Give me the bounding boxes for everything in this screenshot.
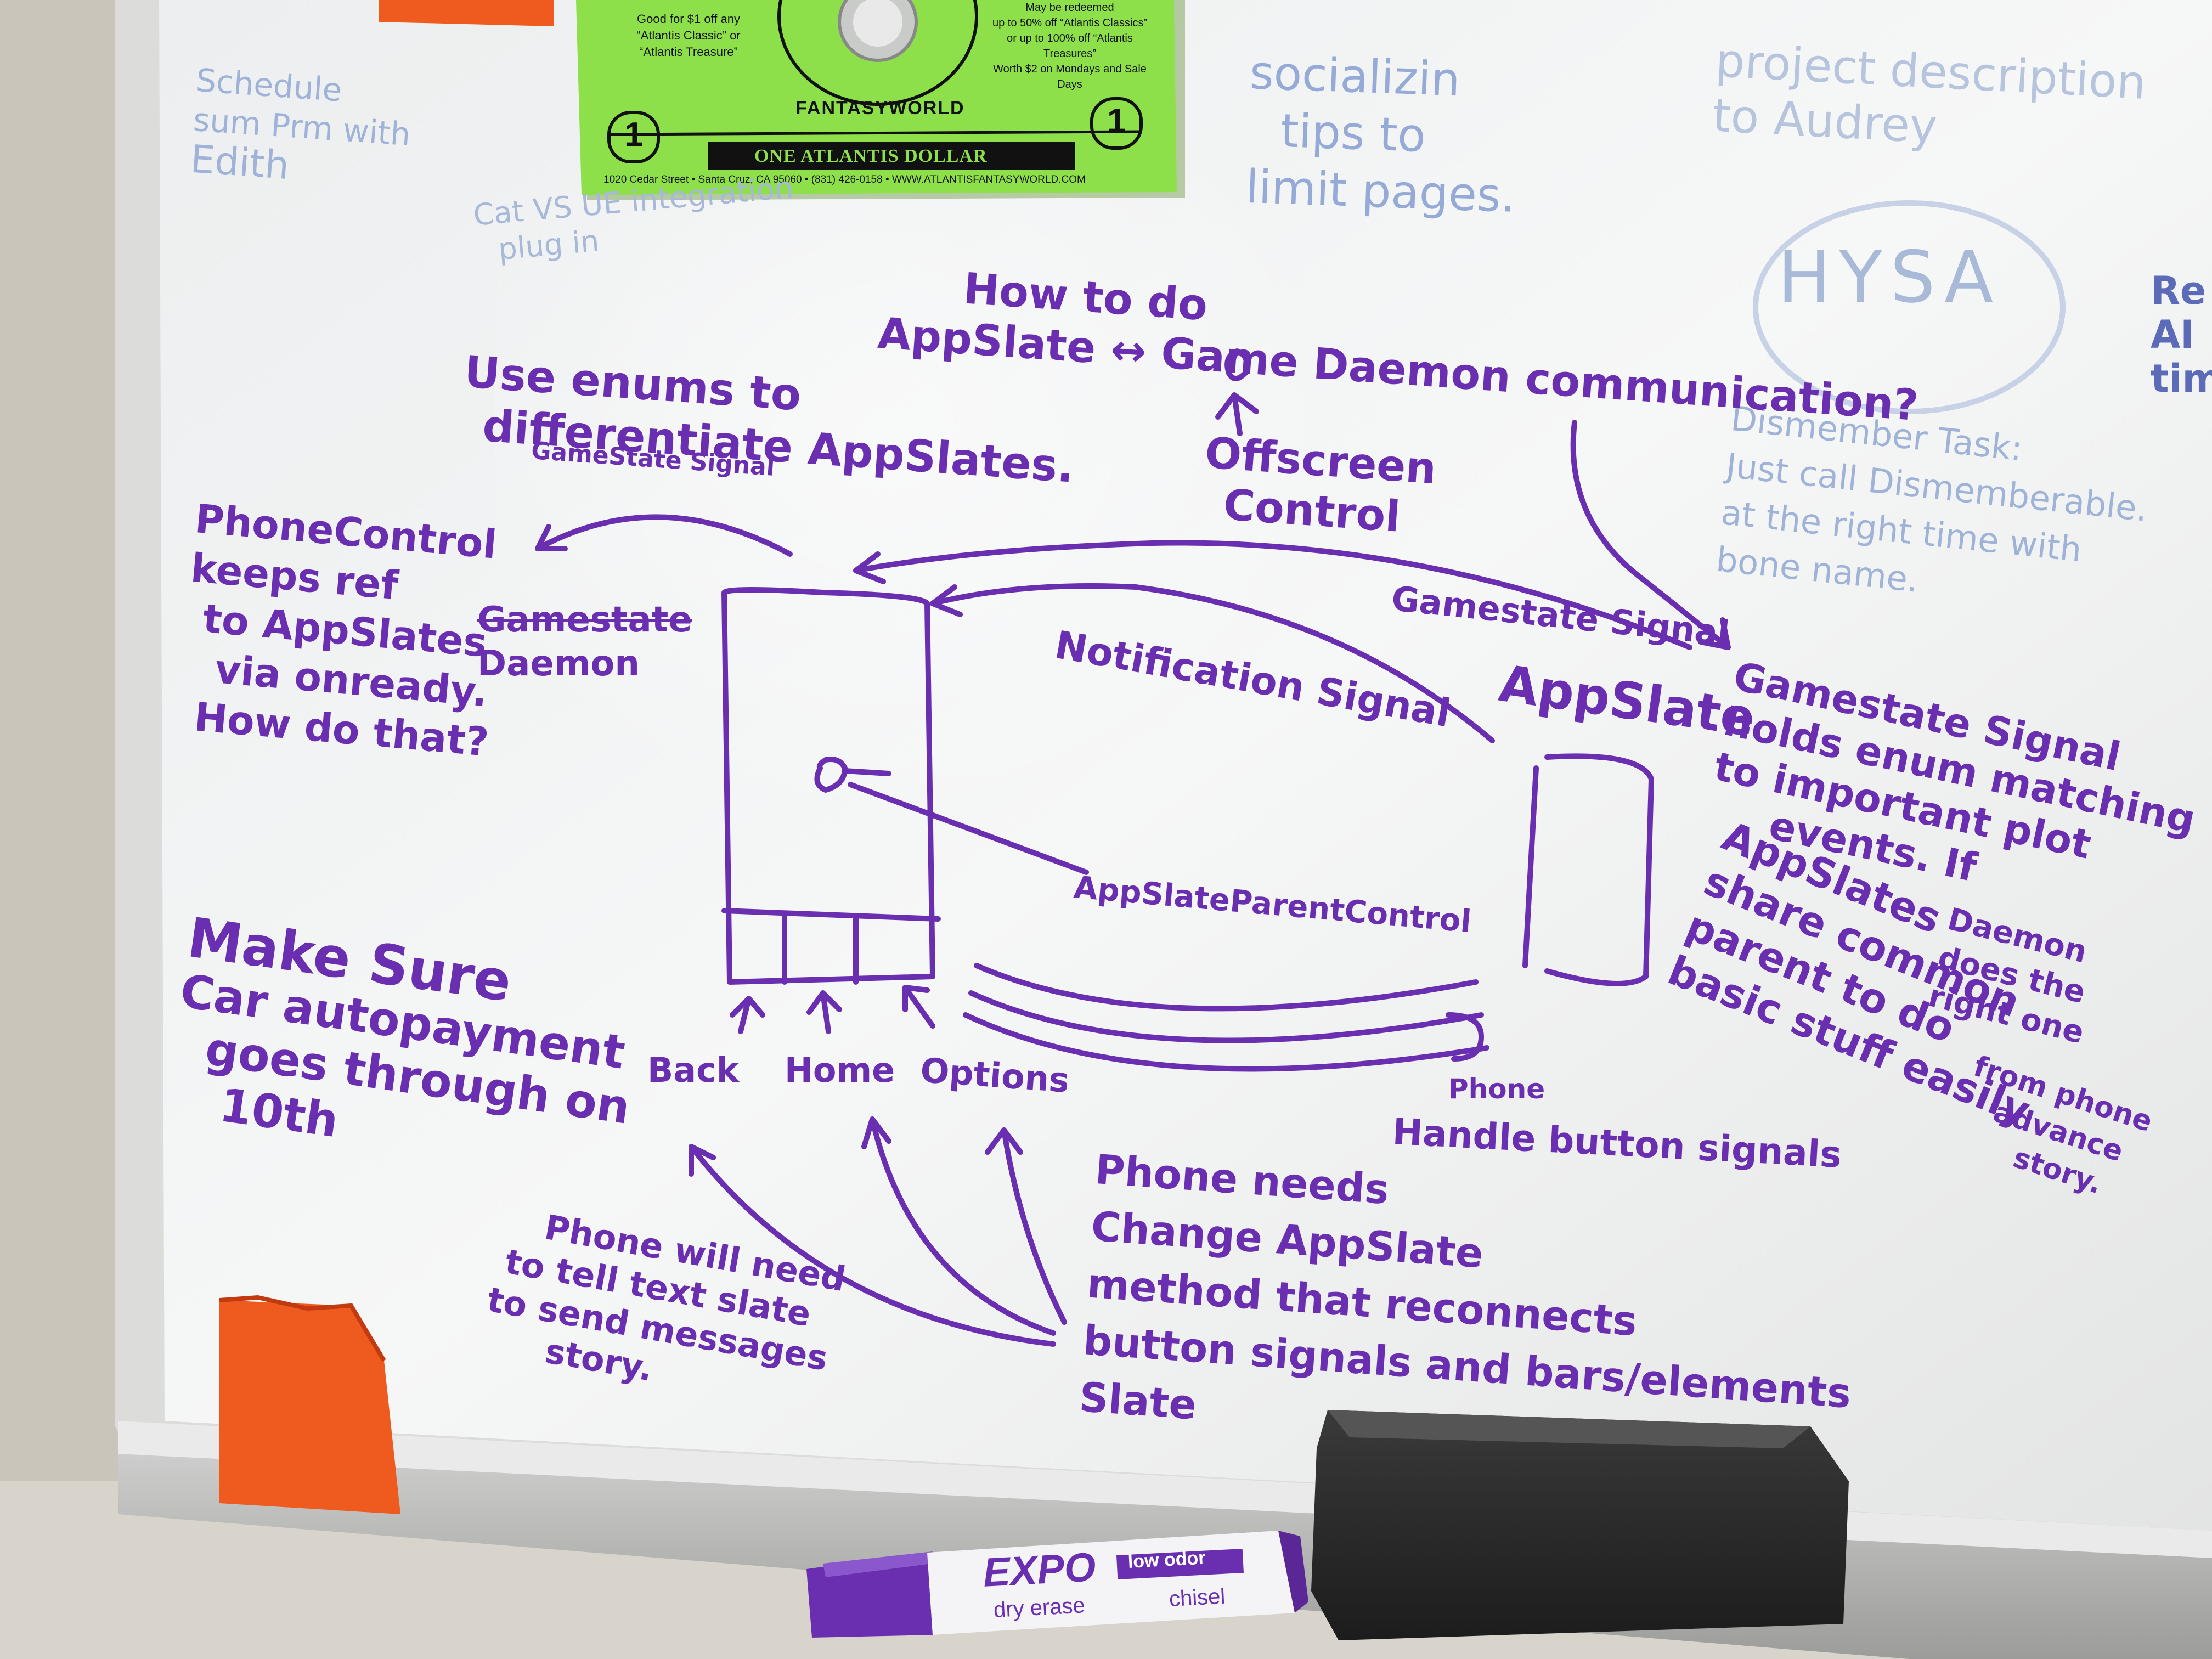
offscreen-mark (1224, 348, 1250, 381)
eraser-top (1328, 1410, 1810, 1448)
coupon-right-line-2: up to 50% off “Atlantis Classics” (992, 17, 1147, 29)
daemon-left-line-1: Gamestate (477, 600, 692, 640)
diagram-phone-control: PhoneControl keeps ref to AppSlates via … (176, 494, 508, 767)
phone-outline (721, 587, 935, 985)
coupon-magnet-inner (853, 0, 902, 47)
expo-marker (806, 1531, 1308, 1638)
gamestate-signal-arrow (853, 540, 1692, 650)
options-arrow (902, 985, 935, 1029)
note-socializing-line-3: limit pages. (1245, 159, 1517, 223)
gamestate-arrow-left (535, 514, 793, 557)
needs-arrow-options (985, 1127, 1067, 1325)
note-right-edge-line-2: AI (2151, 312, 2195, 357)
coupon (576, 0, 1185, 200)
coupon-left-line-3: “Atlantis Treasure” (639, 45, 738, 59)
parent-control-pointer (848, 782, 1089, 875)
note-right-edge-line-1: Re (2151, 268, 2207, 313)
notification-signal-arrow (930, 583, 1495, 743)
coupon-right-line-5: Worth $2 on Mondays and Sale (993, 63, 1147, 75)
marker-line1: dry erase (992, 1593, 1086, 1622)
button-signal-curve-3 (963, 1012, 1489, 1072)
nav-button-home: Home (785, 1050, 895, 1090)
appslate-box-left (1522, 765, 1539, 968)
note-hysa: HYSA (1778, 235, 2001, 319)
home-arrow (806, 990, 842, 1034)
coupon-seal (777, 0, 978, 106)
note-project: project description to Audrey (1712, 33, 2148, 165)
nav-button-back: Back (647, 1050, 740, 1090)
coupon-right-line-3: or up to 100% off “Atlantis (1007, 32, 1133, 44)
diagram-phone-needs: Phone needs Change AppSlate method that … (1077, 1141, 1865, 1480)
marker-end (1278, 1531, 1308, 1613)
eraser (1311, 1410, 1849, 1640)
back-arrow (730, 996, 765, 1034)
button-signal-hook (1446, 1012, 1484, 1062)
coupon-right-line-1: May be redeemed (1025, 2, 1114, 14)
appslate-box (1544, 753, 1654, 986)
note-socializing-line-2: tips to (1279, 104, 1427, 163)
nav-button-options: Options (919, 1050, 1071, 1101)
coupon-left-text: Good for $1 off any “Atlantis Classic” o… (625, 11, 752, 60)
coupon-right-line-6: Days (1057, 78, 1082, 91)
diagram-offscreen: Offscreen Control (1200, 428, 1438, 545)
phone-bottom-bar (721, 908, 941, 922)
coupon-left-line-2: “Atlantis Classic” or (636, 29, 741, 42)
note-right-edge: Re AI time (2151, 269, 2212, 400)
coupon-right-text: May be redeemed up to 50% off “Atlantis … (982, 0, 1158, 92)
hysa-circle (1753, 200, 2066, 414)
tape-bottom-left (219, 1300, 400, 1514)
tape-bottom-left-edge (219, 1295, 386, 1362)
coupon-numeral-left: 1 (624, 116, 644, 154)
button-signal-curve-2 (968, 990, 1484, 1043)
offscreen-arrow (1215, 392, 1259, 436)
coupon-numeral-right: 1 (1107, 102, 1126, 140)
note-socializing-line-1: socializin (1249, 45, 1462, 107)
marker-tip: chisel (1168, 1584, 1226, 1611)
note-right-edge-line-3: time (2151, 356, 2212, 401)
needs-arrow-back (689, 1144, 1056, 1347)
coupon-left-line-1: Good for $1 off any (637, 12, 740, 26)
question-arrow (1570, 420, 1731, 650)
coupon-right-line-4: Treasures” (1043, 48, 1096, 60)
marker-badge-bg (1116, 1548, 1244, 1579)
coupon-numeral-right-box (1090, 97, 1143, 150)
daemon-left-line-2: Daemon (477, 644, 640, 684)
coupon-brand: FANTASYWORLD (795, 98, 965, 119)
coupon-line (608, 130, 1142, 136)
button-signal-curve-1 (974, 963, 1479, 1012)
coupon-banner: ONE ATLANTIS DOLLAR (754, 146, 988, 166)
coupon-banner-bar (708, 142, 1075, 170)
coupon-address: 1020 Cedar Street • Santa Cruz, CA 95060… (603, 174, 1086, 185)
phone-signal-blob (814, 757, 891, 793)
tape-top-left (379, 0, 554, 26)
needs-arrow-home (861, 1116, 1056, 1336)
diagram-phone-label: Phone (1448, 1073, 1545, 1105)
marker-brand: EXPO (981, 1544, 1097, 1595)
note-schedule: Schedule sum Prm with Edith (189, 60, 415, 194)
coupon-numeral-left-box (607, 111, 660, 163)
marker-cap-clip (823, 1551, 933, 1577)
note-socializing: socializin tips to limit pages. (1245, 44, 1520, 224)
marker-badge: low odor (1127, 1547, 1206, 1572)
diagram-daemon-left: Gamestate Daemon (477, 598, 692, 686)
